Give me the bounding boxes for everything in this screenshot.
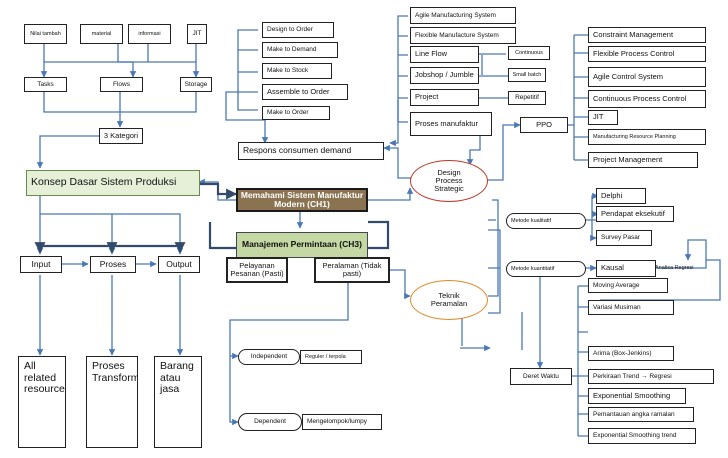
node-mengelompok: Mengelompok/lumpy — [302, 414, 382, 430]
node-make-to-stock: Make to Stock — [262, 63, 332, 79]
node-ppo: PPO — [520, 117, 568, 133]
node-nilai-tambah: Nilai tambah — [24, 24, 67, 44]
node-project-mgmt: Project Management — [588, 152, 698, 168]
node-independent: Independent — [238, 349, 300, 365]
node-moving-average: Moving Average — [588, 278, 668, 293]
node-respons-konsumen: Respons consumen demand — [238, 142, 384, 160]
node-agile-system: Agile Manufacturing System — [410, 7, 516, 24]
node-manajemen: Manajemen Permintaan (CH3) — [236, 232, 368, 258]
node-project: Project — [410, 89, 479, 106]
node-kausal: Kausal — [596, 260, 656, 277]
node-reguler: Reguler / terpola — [300, 350, 362, 364]
node-perkiraan-trend: Perkiraan Trend → Regresi — [588, 369, 714, 384]
node-mrp: Manufacturing Resource Planning — [588, 129, 706, 145]
node-storage: Storage — [180, 77, 212, 92]
node-repetitif: Repetitif — [508, 91, 546, 105]
node-barang-jasa: Barang atau jasa — [154, 356, 202, 448]
node-exp-smoothing-trend: Exponential Smoothing trend — [588, 428, 696, 444]
node-exp-smoothing: Exponential Smoothing — [588, 388, 686, 404]
node-tiga-kategori: 3 Kategori — [99, 128, 143, 144]
node-survey-pasar: Survey Pasar — [596, 230, 652, 246]
node-jit-right: JIT — [588, 110, 618, 125]
node-continuous: Continuous — [508, 46, 550, 60]
node-tasks: Tasks — [24, 77, 67, 92]
node-input: Input — [20, 256, 62, 273]
node-teknik-peramalan: Teknik Peramalan — [410, 280, 488, 320]
node-jit-top: JIT — [187, 24, 207, 44]
node-design-process: Design Process Strategic — [410, 160, 488, 202]
node-all-related: All related resources — [18, 356, 66, 448]
node-continuous-process: Continuous Process Control — [588, 90, 706, 108]
node-arima: Arima (Box-Jenkins) — [588, 346, 674, 361]
node-analisa-regresi: Analisa Regresi — [655, 265, 694, 271]
node-metode-kuantitatif: Metode kuantitatif — [506, 261, 586, 277]
node-konsep-dasar: Konsep Dasar Sistem Produksi — [26, 170, 200, 196]
node-dependent: Dependent — [238, 413, 302, 431]
node-agile-control: Agile Control System — [588, 67, 706, 87]
node-line-flow: Line Flow — [410, 46, 479, 63]
node-metode-kualitatif: Metode kualitatif — [506, 213, 586, 229]
node-informasi: informasi — [128, 24, 171, 44]
node-constraint-mgmt: Constraint Management — [588, 27, 706, 43]
node-output: Output — [158, 256, 200, 273]
node-flexible-process: Flexible Process Control — [588, 46, 706, 62]
node-pendapat-eksekutif: Pendapat eksekutif — [596, 206, 674, 222]
node-peralaman: Peralaman (Tidak pasti) — [314, 257, 390, 283]
node-pemantauan: Pemantauan angka ramalan — [588, 407, 694, 422]
node-delphi: Delphi — [596, 188, 646, 204]
node-design-to-order: Design to Order — [262, 22, 334, 38]
node-proses-manufaktur: Proses manufaktur — [410, 112, 492, 136]
node-pelayanan: Pelayanan Pesanan (Pasti) — [226, 257, 288, 283]
node-material: material — [80, 24, 123, 44]
node-flows: Flows — [100, 77, 143, 92]
node-small-batch: Small batch — [508, 68, 546, 82]
node-jobshop: Jobshop / Jumble — [410, 67, 479, 84]
node-memahami: Memahami Sistem Manufaktur Modern (CH1) — [236, 188, 368, 212]
node-proses-transformasi: Proses Transformasi — [86, 356, 138, 448]
node-make-to-demand: Make to Demand — [262, 42, 338, 58]
node-flexible-system: Flexible Manufacture System — [410, 27, 516, 44]
node-variasi-musiman: Variasi Musiman — [588, 300, 674, 315]
node-assemble-to-order: Assemble to Order — [262, 84, 348, 100]
node-make-to-order: Make to Order — [262, 106, 330, 120]
node-deret-waktu: Deret Waktu — [510, 368, 572, 385]
node-proses: Proses — [90, 256, 136, 273]
